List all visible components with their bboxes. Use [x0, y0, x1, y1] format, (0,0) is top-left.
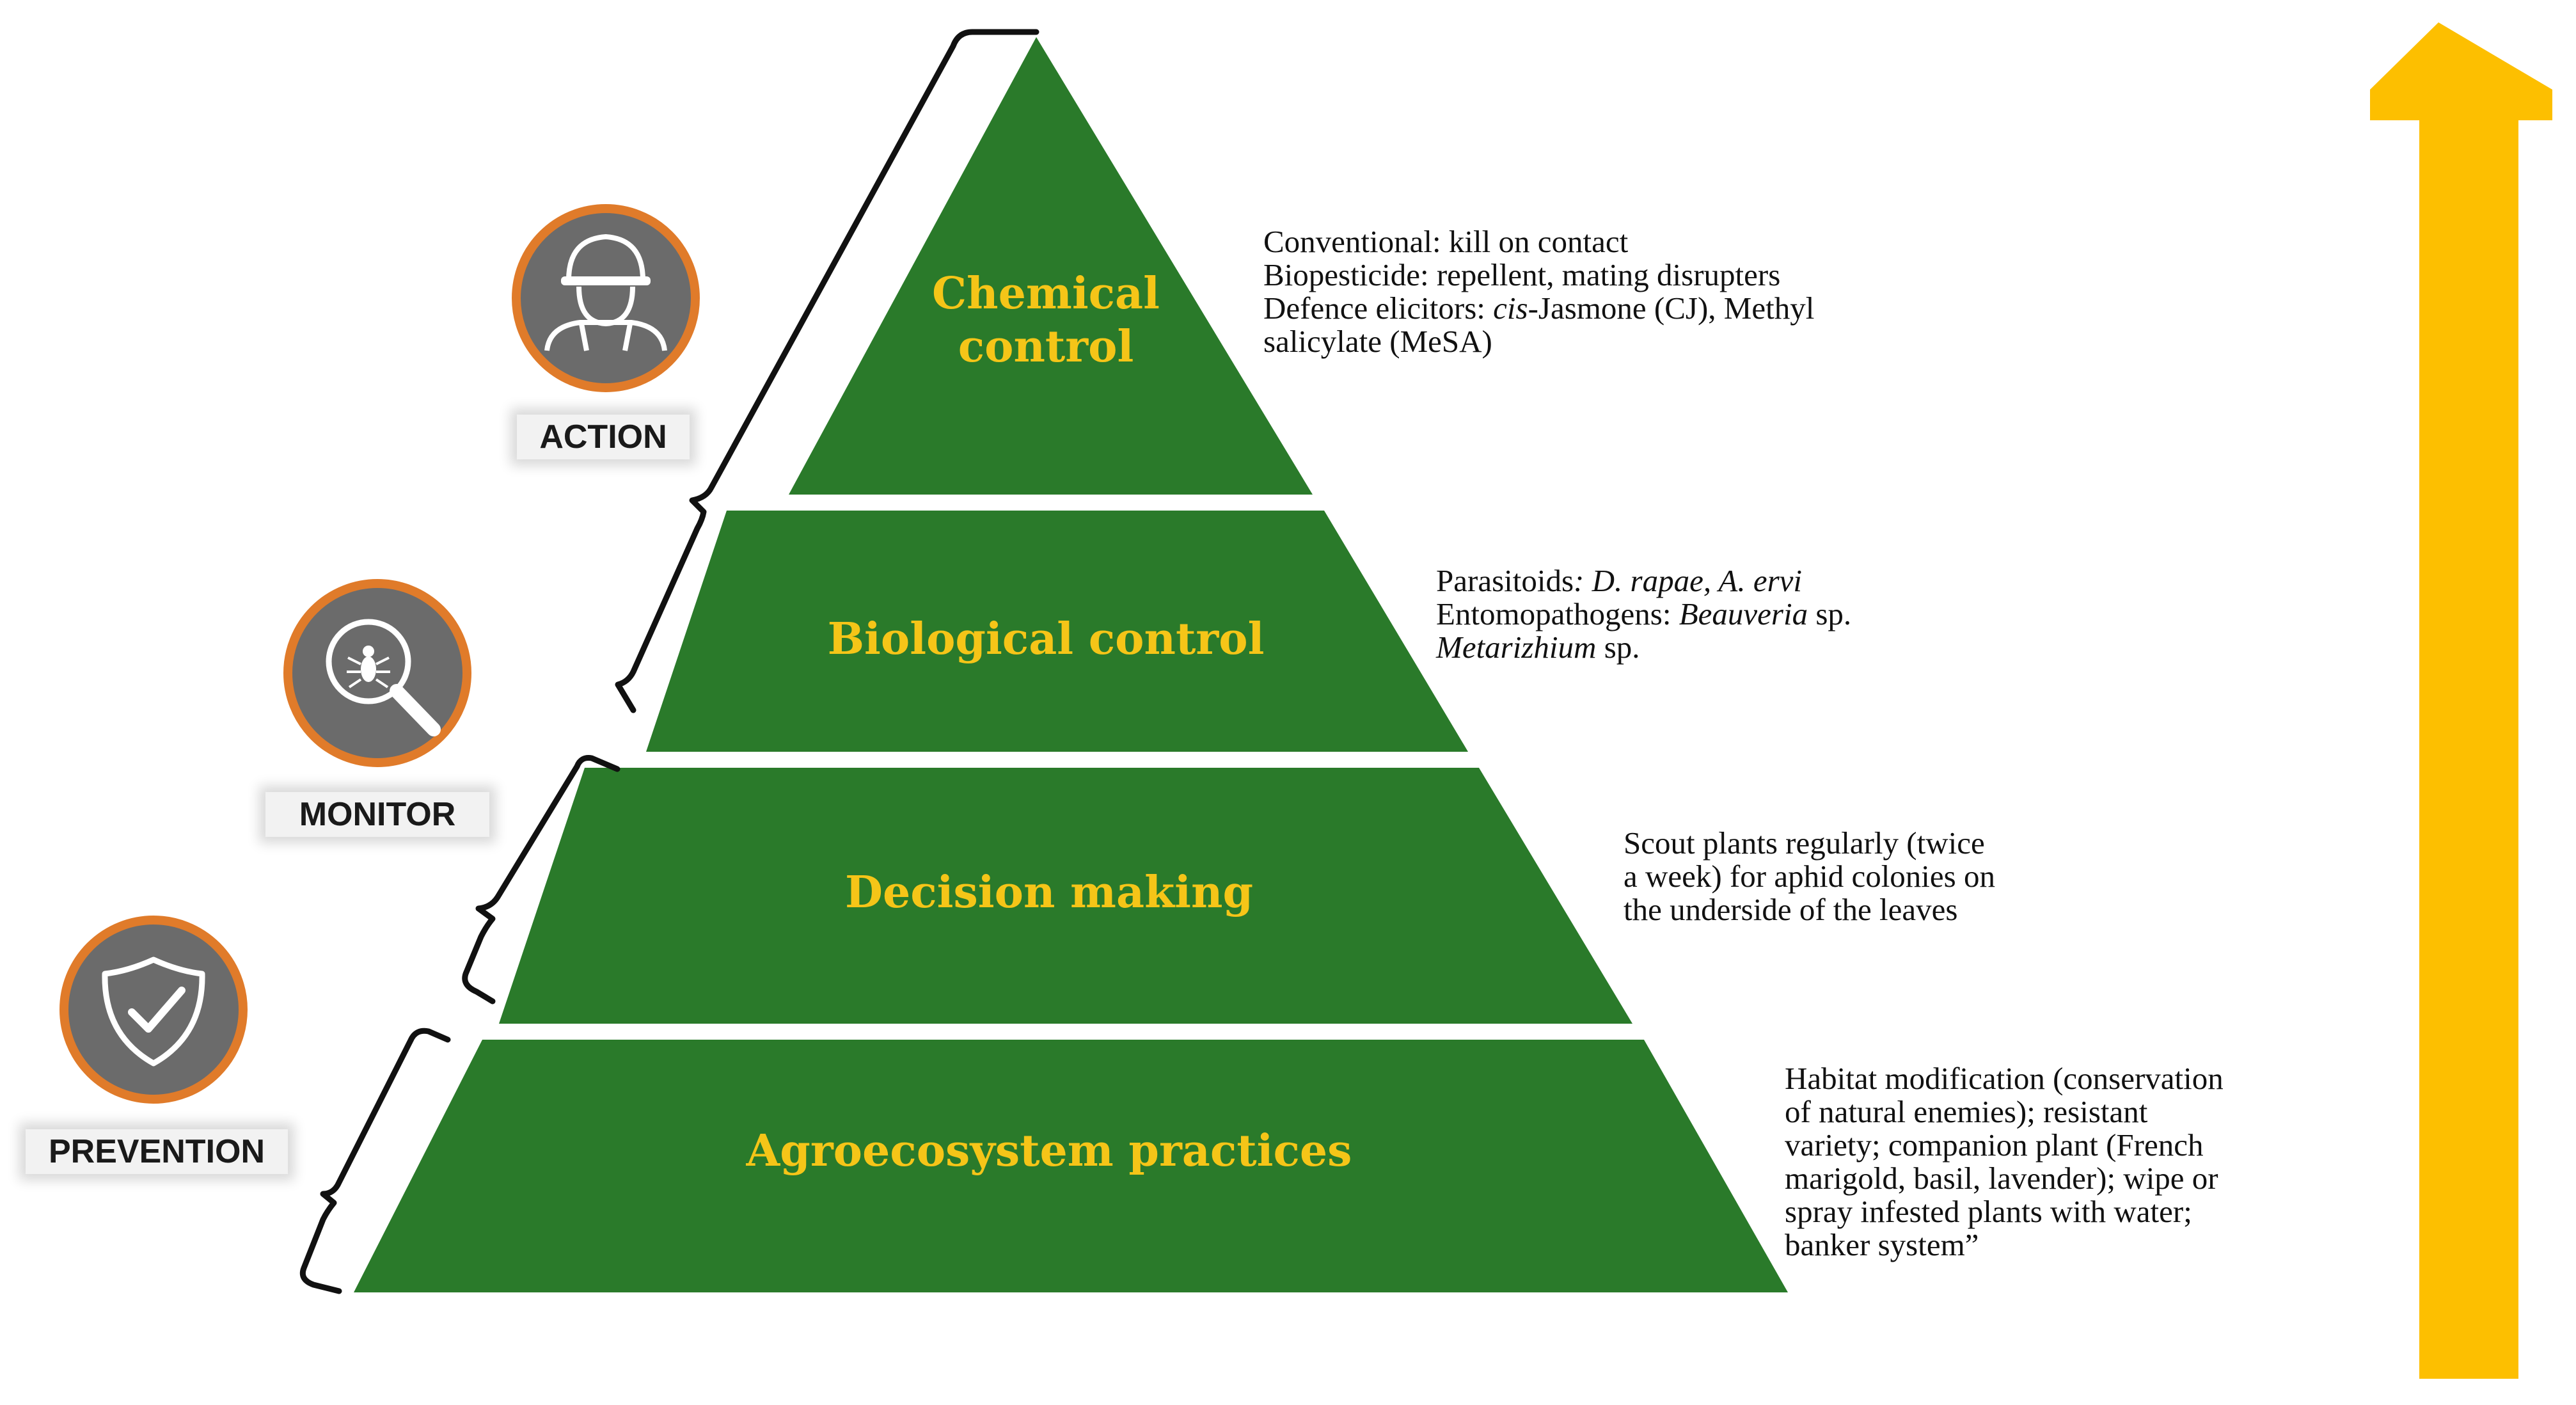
desc-agro-line: spray infested plants with water; — [1785, 1194, 2192, 1229]
bracket-action — [615, 29, 1039, 713]
desc-text: Defence elicitors: — [1263, 290, 1494, 326]
description-agro: Habitat modification (conservation of na… — [1785, 1062, 2224, 1262]
description-chemical: Conventional: kill on contact Biopestici… — [1263, 225, 1814, 358]
desc-italic-text: Beauveria — [1679, 596, 1808, 631]
tier-label-agro: Agroecosystem practices — [746, 1125, 1352, 1177]
desc-agro-line: marigold, basil, lavender); wipe or — [1785, 1161, 2218, 1196]
desc-agro-line: Habitat modification (conservation — [1785, 1061, 2224, 1096]
desc-chemical-line: salicylate (MeSA) — [1263, 324, 1492, 359]
desc-text: -Jasmone (CJ), Methyl — [1528, 290, 1815, 326]
stage-label-action: ACTION — [517, 415, 690, 459]
desc-chemical-line: Biopesticide: repellent, mating disrupte… — [1263, 257, 1781, 292]
desc-text: sp. — [1808, 596, 1852, 631]
description-decision: Scout plants regularly (twice a week) fo… — [1624, 827, 1995, 926]
desc-italic-text: Metarizhium — [1436, 630, 1597, 665]
desc-agro-line: variety; companion plant (French — [1785, 1127, 2204, 1163]
magnifier-insect-icon — [283, 579, 471, 767]
tier-agro-shape — [354, 1040, 1788, 1292]
desc-italic-text: : D. rapae, A. ervi — [1574, 563, 1803, 598]
stage-label-monitor: MONITOR — [265, 792, 489, 837]
desc-agro-line: of natural enemies); resistant — [1785, 1094, 2148, 1129]
tier-decision-shape — [499, 768, 1632, 1024]
desc-biological-line: Entomopathogens: Beauveria sp. — [1436, 598, 1851, 631]
tier-label-decision: Decision making — [845, 867, 1253, 918]
bracket-monitor — [462, 755, 620, 1004]
tier-chemical-shape — [789, 37, 1313, 495]
tier-label-chemical: Chemical control — [932, 268, 1160, 372]
desc-biological-line: Parasitoids: D. rapae, A. ervi — [1436, 564, 1851, 598]
stage-label-prevention: PREVENTION — [26, 1129, 288, 1174]
desc-decision-line: Scout plants regularly (twice — [1624, 825, 1985, 861]
desc-chemical-line: Conventional: kill on contact — [1263, 224, 1629, 259]
desc-text: Entomopathogens: — [1436, 596, 1679, 631]
tier-label-biological: Biological control — [827, 614, 1265, 665]
desc-chemical-line: Defence elicitors: cis-Jasmone (CJ), Met… — [1263, 292, 1814, 325]
description-biological: Parasitoids: D. rapae, A. ervi Entomopat… — [1436, 564, 1851, 664]
desc-agro-line: banker system” — [1785, 1227, 1979, 1262]
upward-arrow — [2370, 22, 2552, 1379]
desc-decision-line: the underside of the leaves — [1624, 892, 1958, 927]
shield-check-icon — [59, 916, 248, 1104]
desc-text: Parasitoids — [1436, 563, 1574, 598]
tier-biological-shape — [646, 511, 1468, 752]
desc-text: sp. — [1596, 630, 1640, 665]
desc-italic-text: cis — [1493, 290, 1528, 326]
farmer-icon — [512, 204, 700, 392]
bracket-prevention — [299, 1028, 451, 1294]
desc-biological-line: Metarizhium sp. — [1436, 631, 1851, 664]
desc-decision-line: a week) for aphid colonies on — [1624, 859, 1995, 894]
